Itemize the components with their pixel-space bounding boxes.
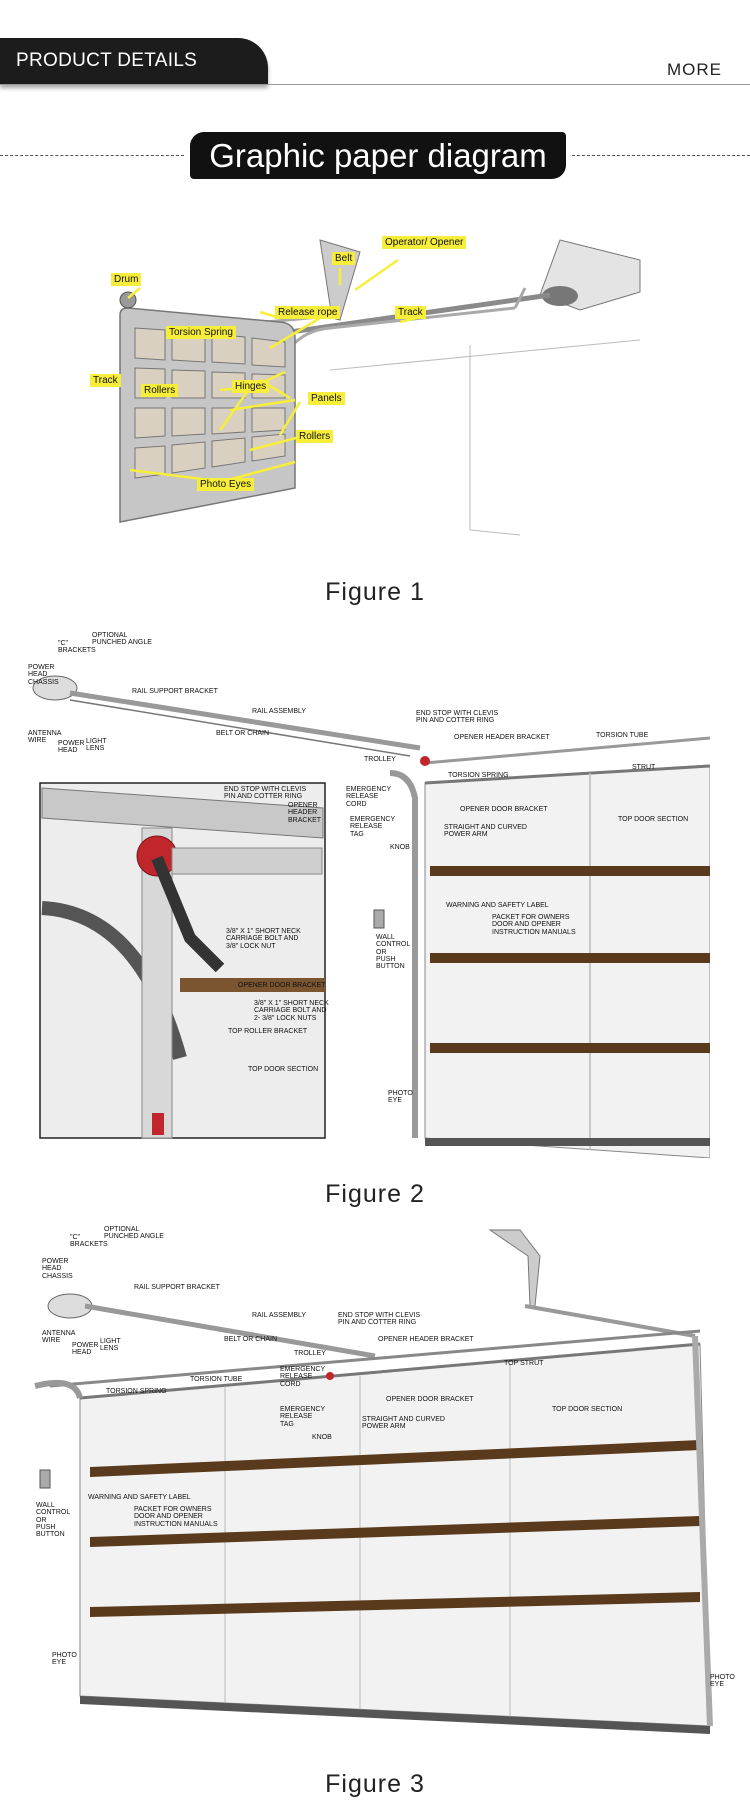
product-details-label: PRODUCT DETAILS bbox=[16, 50, 198, 71]
f2-optional-angle: OPTIONAL PUNCHED ANGLE bbox=[92, 632, 152, 647]
f2-power-head: POWER HEAD bbox=[58, 740, 85, 755]
f2-photo-eye: PHOTO EYE bbox=[388, 1090, 413, 1105]
f3-optional-angle: OPTIONAL PUNCHED ANGLE bbox=[104, 1226, 164, 1241]
figure-1: Drum Belt Operator/ Opener Torsion Sprin… bbox=[90, 230, 660, 570]
f3-rail-assembly: RAIL ASSEMBLY bbox=[252, 1312, 307, 1319]
banner-title: Graphic paper diagram bbox=[190, 132, 566, 179]
f2-inset-end-stop: END STOP WITH CLEVIS PIN AND COTTER RING bbox=[224, 786, 307, 801]
label-photo-eyes: Photo Eyes bbox=[197, 478, 255, 491]
f2-antenna: ANTENNA WIRE bbox=[28, 730, 62, 745]
f2-torsion-spring: TORSION SPRING bbox=[448, 772, 509, 779]
f2-power-arm: STRAIGHT AND CURVED POWER ARM bbox=[444, 824, 527, 839]
f3-antenna: ANTENNA WIRE bbox=[42, 1330, 76, 1345]
f2-rail-assembly: RAIL ASSEMBLY bbox=[252, 708, 307, 715]
product-details-tab bbox=[0, 38, 268, 84]
f2-inset-opener-door: OPENER DOOR BRACKET bbox=[238, 982, 326, 989]
f2-strut: STRUT bbox=[632, 764, 656, 771]
f3-emergency-tag: EMERGENCY RELEASE TAG bbox=[280, 1406, 326, 1428]
label-belt: Belt bbox=[332, 252, 356, 265]
figure-3-illustration bbox=[34, 1229, 713, 1734]
f2-packet: PACKET FOR OWNERS DOOR AND OPENER INSTRU… bbox=[492, 914, 576, 936]
label-torsion-spring: Torsion Spring bbox=[166, 326, 236, 339]
f2-end-stop: END STOP WITH CLEVIS PIN AND COTTER RING bbox=[416, 710, 499, 725]
f2-belt-chain: BELT OR CHAIN bbox=[216, 730, 270, 737]
figure-2: "C" BRACKETS OPTIONAL PUNCHED ANGLE POWE… bbox=[28, 632, 711, 1159]
label-drum: Drum bbox=[111, 273, 142, 286]
figure-3: "C" BRACKETS OPTIONAL PUNCHED ANGLE POWE… bbox=[30, 1226, 735, 1746]
f3-power-head: POWER HEAD bbox=[72, 1342, 99, 1357]
f3-light-lens: LIGHT LENS bbox=[100, 1338, 121, 1353]
f3-c-brackets: "C" BRACKETS bbox=[70, 1234, 108, 1249]
label-track-left: Track bbox=[90, 374, 121, 387]
f2-emergency-tag: EMERGENCY RELEASE TAG bbox=[350, 816, 396, 838]
f2-wall-control: WALL CONTROL OR PUSH BUTTON bbox=[376, 934, 411, 971]
f3-power-head-chassis: POWER HEAD CHASSIS bbox=[42, 1258, 73, 1280]
f2-torsion-tube: TORSION TUBE bbox=[596, 732, 649, 739]
f3-photo-eye-left: PHOTO EYE bbox=[52, 1652, 77, 1667]
f3-top-strut: TOP STRUT bbox=[504, 1360, 544, 1367]
f2-inset-top-roller: TOP ROLLER BRACKET bbox=[228, 1028, 308, 1035]
figure-2-caption: Figure 2 bbox=[325, 1180, 425, 1208]
f3-photo-eye-right: PHOTO EYE bbox=[710, 1674, 735, 1689]
label-panels: Panels bbox=[308, 392, 345, 405]
more-link[interactable]: MORE bbox=[667, 60, 722, 79]
f2-inset-opener-header: OPENER HEADER BRACKET bbox=[288, 802, 322, 824]
f2-top-door: TOP DOOR SECTION bbox=[618, 816, 689, 823]
f2-power-head-chassis: POWER HEAD CHASSIS bbox=[28, 664, 59, 686]
figure-2-illustration bbox=[32, 675, 711, 1159]
label-release-rope: Release rope bbox=[275, 306, 341, 319]
figure-1-illustration bbox=[119, 239, 641, 536]
f2-rail-support: RAIL SUPPORT BRACKET bbox=[132, 688, 218, 695]
f3-rail-support: RAIL SUPPORT BRACKET bbox=[134, 1284, 220, 1291]
f3-torsion-spring: TORSION SPRING bbox=[106, 1388, 167, 1395]
f3-warning: WARNING AND SAFETY LABEL bbox=[88, 1494, 191, 1501]
label-track-right: Track bbox=[395, 306, 426, 319]
banner-dash-right bbox=[572, 155, 750, 156]
f3-opener-door: OPENER DOOR BRACKET bbox=[386, 1396, 474, 1403]
f2-inset-carriage-1: 3/8" X 1" SHORT NECK CARRIAGE BOLT AND 3… bbox=[226, 928, 301, 950]
f3-knob: KNOB bbox=[312, 1434, 332, 1441]
label-hinges: Hinges bbox=[232, 380, 270, 393]
figure-3-caption: Figure 3 bbox=[325, 1770, 425, 1798]
f2-c-brackets: "C" BRACKETS bbox=[58, 640, 96, 655]
f3-power-arm: STRAIGHT AND CURVED POWER ARM bbox=[362, 1416, 445, 1431]
f3-packet: PACKET FOR OWNERS DOOR AND OPENER INSTRU… bbox=[134, 1506, 218, 1528]
f2-trolley: TROLLEY bbox=[364, 756, 396, 763]
f2-inset-carriage-2: 3/8" X 1" SHORT NECK CARRIAGE BOLT AND 2… bbox=[254, 1000, 329, 1022]
f3-trolley: TROLLEY bbox=[294, 1350, 326, 1357]
f2-knob: KNOB bbox=[390, 844, 410, 851]
f3-emergency-cord: EMERGENCY RELEASE CORD bbox=[280, 1366, 326, 1388]
f2-inset-top-door: TOP DOOR SECTION bbox=[248, 1066, 319, 1073]
label-rollers-left: Rollers bbox=[141, 384, 179, 397]
label-operator: Operator/ Opener bbox=[382, 236, 467, 249]
f2-opener-header: OPENER HEADER BRACKET bbox=[454, 734, 550, 741]
figure-1-caption: Figure 1 bbox=[325, 578, 425, 606]
f3-opener-header: OPENER HEADER BRACKET bbox=[378, 1336, 474, 1343]
f3-top-door: TOP DOOR SECTION bbox=[552, 1406, 623, 1413]
f3-end-stop: END STOP WITH CLEVIS PIN AND COTTER RING bbox=[338, 1312, 421, 1327]
f2-warning: WARNING AND SAFETY LABEL bbox=[446, 902, 549, 909]
f2-opener-door: OPENER DOOR BRACKET bbox=[460, 806, 548, 813]
f3-belt-chain: BELT OR CHAIN bbox=[224, 1336, 278, 1343]
label-rollers-right: Rollers bbox=[296, 430, 334, 443]
f2-light-lens: LIGHT LENS bbox=[86, 738, 107, 753]
header-divider bbox=[0, 84, 750, 85]
f2-emergency-cord: EMERGENCY RELEASE CORD bbox=[346, 786, 392, 808]
f3-wall-control: WALL CONTROL OR PUSH BUTTON bbox=[36, 1502, 71, 1539]
f3-torsion-tube: TORSION TUBE bbox=[190, 1376, 243, 1383]
banner-dash-left bbox=[0, 155, 184, 156]
